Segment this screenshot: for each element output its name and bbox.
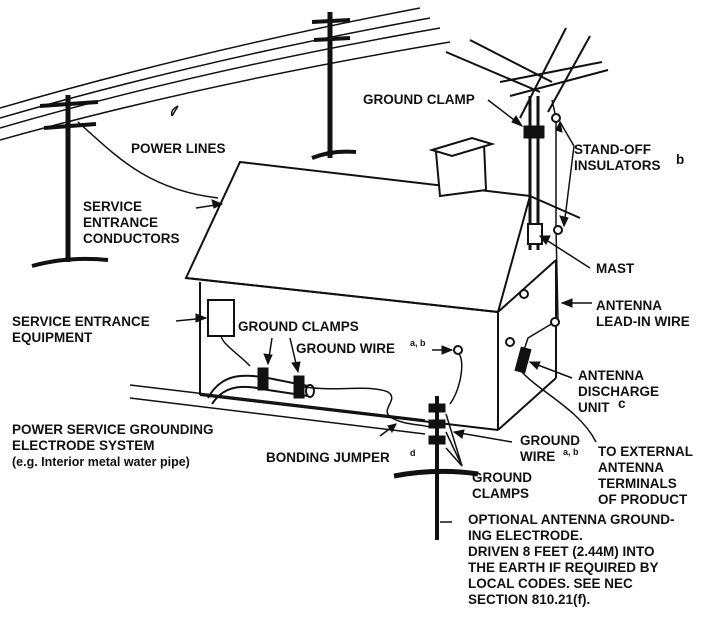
to-external-antenna-label: TO EXTERNAL ANTENNA TERMINALS OF PRODUCT xyxy=(598,444,697,507)
standoff-insulator xyxy=(551,113,561,123)
ground-electrode-rod xyxy=(393,396,479,540)
ground-wire-right-label: GROUND WIRE xyxy=(520,433,584,464)
antenna-discharge-unit-label: ANTENNA DISCHARGE UNIT xyxy=(578,368,663,415)
standoff-insulators-note: b xyxy=(676,152,684,167)
power-lines-label: POWER LINES xyxy=(131,141,226,156)
discharge-unit-wire xyxy=(521,371,597,443)
service-equipment-conduit xyxy=(220,335,251,367)
standoff-insulator xyxy=(550,317,560,327)
service-entrance-equipment-label: SERVICE ENTRANCE EQUIPMENT xyxy=(12,314,154,345)
mast xyxy=(523,96,545,250)
bonding-jumper-label: BONDING JUMPER xyxy=(266,450,390,465)
utility-pole-left xyxy=(31,95,109,268)
ground-clamps-bottom-label: GROUND CLAMPS xyxy=(472,470,536,501)
antenna xyxy=(445,27,609,119)
antenna-discharge-unit-note: c xyxy=(618,396,626,411)
power-lines xyxy=(0,7,451,141)
pipe-ground-clamp-1 xyxy=(257,367,269,391)
service-entrance-conductors-cable xyxy=(77,121,219,199)
ground-clamp-label: GROUND CLAMP xyxy=(363,92,475,107)
standoff-insulator xyxy=(519,289,529,299)
optional-electrode-label: OPTIONAL ANTENNA GROUND- ING ELECTRODE. … xyxy=(468,512,678,607)
bonding-jumper-wire xyxy=(303,386,433,429)
ground-wire-note: a, b xyxy=(410,338,426,348)
mast-label: MAST xyxy=(596,261,635,276)
ground-wire xyxy=(449,351,463,405)
standoff-insulator xyxy=(553,225,563,235)
service-entrance-equipment-box xyxy=(207,299,235,337)
power-service-grounding-label: POWER SERVICE GROUNDING ELECTRODE SYSTEM… xyxy=(12,422,217,469)
bonding-jumper-note: d xyxy=(410,448,416,458)
ground-clamps-label: GROUND CLAMPS xyxy=(238,319,359,334)
ground-wire-right-note: a, b xyxy=(563,447,579,457)
house xyxy=(129,136,581,435)
pipe-ground-clamp-2 xyxy=(293,375,305,399)
antenna-lead-in-wire-label: ANTENNA LEAD-IN WIRE xyxy=(596,298,690,329)
service-entrance-conductors-label: SERVICE ENTRANCE CONDUCTORS xyxy=(83,199,180,246)
antenna-discharge-unit-box xyxy=(514,346,532,374)
ground-wire-label: GROUND WIRE xyxy=(296,341,395,356)
standoff-insulator xyxy=(505,337,515,347)
mast-ground-clamp xyxy=(523,125,545,139)
standoff-insulators-label: STAND-OFF INSULATORS xyxy=(574,142,661,173)
leader-arrowheads xyxy=(195,115,573,439)
